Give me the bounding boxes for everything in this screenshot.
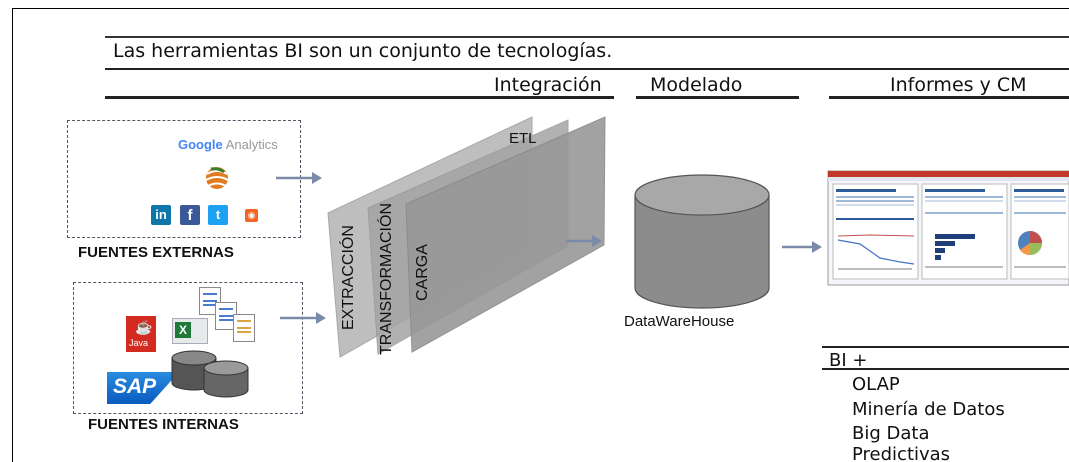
stage-label-extraccion: EXTRACCIÓN [340,225,357,330]
java-icon: ☕ Java [126,316,156,352]
arrow-etl-to-warehouse [566,235,602,247]
title-bottom-rule [105,68,1069,70]
document-icon [233,314,255,342]
bi-item-bigdata: Big Data [852,423,930,444]
datawarehouse-cylinder [634,174,770,309]
modelado-rule [636,96,799,99]
bi-item-mineria: Minería de Datos [852,399,1005,420]
bi-title: BI + [829,350,868,371]
stage-label-transformacion: TRANSFORMACIÓN [378,203,395,355]
etl-label: ETL [509,130,537,147]
dashboard-thumbnail [827,170,1069,286]
google-text: Google [178,137,223,152]
analytics-text: Analytics [225,137,278,152]
google-analytics-logo: Google Analytics [178,137,278,152]
arrow-warehouse-to-reports [782,241,822,253]
database-icon [171,350,249,398]
external-sources-label: FUENTES EXTERNAS [78,244,234,261]
linkedin-icon: in [151,205,171,225]
internal-sources-box [73,282,303,414]
twitter-icon: t [208,205,228,225]
excel-icon: X [172,318,208,344]
java-text: Java [129,338,149,348]
frame-top-border [12,8,1069,9]
arrow-internal-to-etl [280,312,326,324]
arrow-external-to-etl [276,172,322,184]
stage-label-carga: CARGA [414,244,431,301]
column-heading-modelado: Modelado [650,74,743,96]
facebook-icon: f [180,205,200,225]
etl-panel-carga [405,116,606,353]
sap-text: SAP [113,375,157,398]
datawarehouse-label: DataWareHouse [624,313,735,330]
title-top-rule [105,36,1069,38]
column-heading-informes: Informes y CM [890,74,1027,96]
integracion-rule [105,96,614,99]
bi-item-olap: OLAP [852,374,900,395]
informes-rule [829,96,1069,99]
diagram-title: Las herramientas BI son un conjunto de t… [113,40,613,62]
rss-icon: ◉ [245,209,258,222]
frame-left-border [12,8,13,462]
column-heading-integracion: Integración [494,74,602,96]
bi-item-predictivas: Predictivas [852,444,951,462]
internal-sources-label: FUENTES INTERNAS [88,416,239,433]
